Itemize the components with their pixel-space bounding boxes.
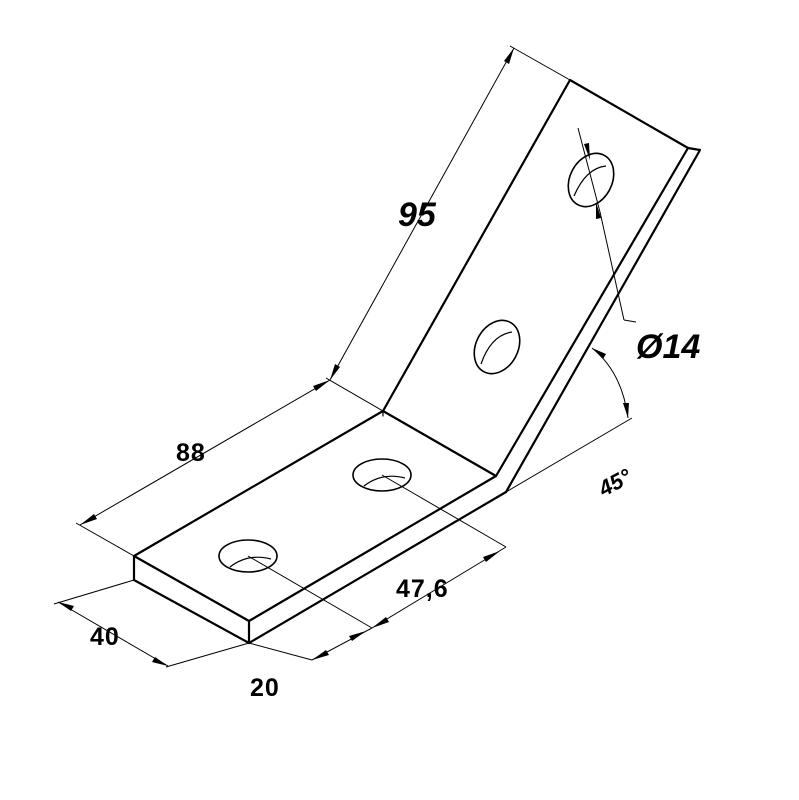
dim-40-label: 40: [90, 623, 120, 651]
dim-88-label: 88: [176, 439, 206, 467]
upper-flange-thickness: [504, 146, 702, 494]
dim-88: 88: [75, 379, 331, 557]
dim-47-6-label: 47,6: [396, 575, 449, 603]
lower-flange-thickness: [132, 554, 251, 645]
dim-diameter-label: Ø14: [636, 328, 700, 366]
dim-angle-label: 45°: [593, 464, 635, 502]
dim-47-6: 47,6: [247, 474, 507, 629]
dim-95: 95: [325, 45, 571, 412]
dim-95-label: 95: [398, 196, 437, 234]
dim-40: 40: [53, 579, 250, 668]
lower-flange-bottom-edge: [247, 490, 508, 645]
dim-diameter: Ø14: [577, 127, 700, 366]
hole-upper-top: [567, 152, 615, 208]
upper-flange-outline: [381, 78, 690, 478]
dim-20: 20: [248, 627, 373, 702]
dim-20-label: 20: [250, 674, 280, 702]
bracket-body: [132, 78, 702, 645]
hole-upper-middle: [473, 319, 521, 375]
